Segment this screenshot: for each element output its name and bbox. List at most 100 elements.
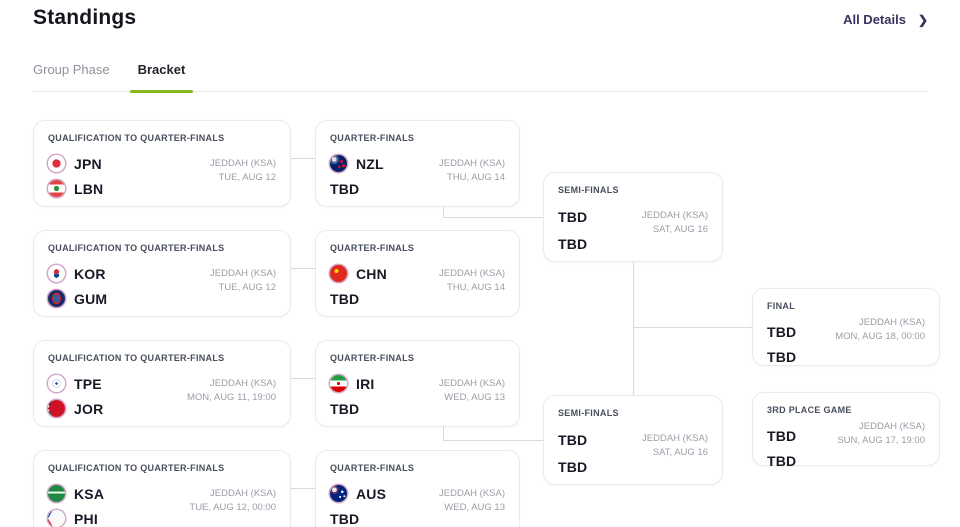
venue-city: JEDDAH (KSA) (210, 488, 276, 499)
venue-date: SUN, AUG 17, 19:00 (837, 435, 925, 447)
australia-flag-icon (330, 485, 347, 502)
connector-line (291, 488, 315, 489)
venue-city: JEDDAH (KSA) (210, 268, 276, 279)
team-code: TBD (558, 235, 588, 252)
connector-line (291, 378, 315, 379)
tab-group-phase[interactable]: Group Phase (33, 62, 110, 77)
team-code: KSA (74, 485, 105, 502)
venue-block: JEDDAH (KSA) MON, AUG 11, 19:00 (187, 377, 276, 406)
match-card-qualification-4[interactable]: QUALIFICATION TO QUARTER-FINALS KSA PHI … (33, 450, 291, 527)
team-row: TBD (767, 319, 925, 344)
round-label: QUALIFICATION TO QUARTER-FINALS (48, 243, 225, 253)
team-row: TPE (48, 371, 276, 396)
venue-date: TUE, AUG 12 (218, 282, 276, 294)
venue-block: JEDDAH (KSA) WED, AUG 13 (439, 377, 505, 406)
connector-line (291, 268, 315, 269)
connector-line (443, 217, 543, 218)
venue-date: WED, AUG 13 (444, 392, 505, 404)
connector-line (633, 262, 634, 395)
team-row: IRI (330, 371, 505, 396)
connector-line (443, 440, 543, 441)
team-row: KOR (48, 261, 276, 286)
round-label: QUARTER-FINALS (330, 353, 415, 363)
team-code: TBD (767, 323, 797, 340)
venue-block: JEDDAH (KSA) THU, AUG 14 (439, 157, 505, 186)
venue-city: JEDDAH (KSA) (642, 433, 708, 444)
match-card-semifinal-1[interactable]: SEMI-FINALS TBD TBD JEDDAH (KSA) SAT, AU… (543, 172, 723, 262)
match-card-qualification-2[interactable]: QUALIFICATION TO QUARTER-FINALS KOR GUM … (33, 230, 291, 317)
connector-line (633, 327, 752, 328)
venue-date: MON, AUG 18, 00:00 (835, 331, 925, 343)
team-code: AUS (356, 485, 387, 502)
round-label: 3RD PLACE GAME (767, 405, 852, 415)
venue-date: THU, AUG 14 (446, 282, 505, 294)
page-title: Standings (33, 6, 137, 29)
team-row: TBD (330, 176, 505, 201)
iran-flag-icon (330, 375, 347, 392)
round-label: QUALIFICATION TO QUARTER-FINALS (48, 463, 225, 473)
team-row: TBD (330, 396, 505, 421)
team-row: NZL (330, 151, 505, 176)
team-code: TBD (767, 452, 797, 469)
venue-block: JEDDAH (KSA) WED, AUG 13 (439, 487, 505, 516)
team-row: PHI (48, 506, 276, 527)
venue-city: JEDDAH (KSA) (859, 317, 925, 328)
match-card-semifinal-2[interactable]: SEMI-FINALS TBD TBD JEDDAH (KSA) SAT, AU… (543, 395, 723, 485)
japan-flag-icon (48, 155, 65, 172)
guam-flag-icon (48, 290, 65, 307)
match-card-quarterfinal-2[interactable]: QUARTER-FINALS CHN TBD JEDDAH (KSA) THU,… (315, 230, 520, 317)
venue-block: JEDDAH (KSA) TUE, AUG 12, 00:00 (189, 487, 276, 516)
match-card-qualification-3[interactable]: QUALIFICATION TO QUARTER-FINALS TPE JOR … (33, 340, 291, 427)
team-row: CHN (330, 261, 505, 286)
venue-block: JEDDAH (KSA) THU, AUG 14 (439, 267, 505, 296)
team-row: TBD (558, 453, 708, 480)
match-card-qualification-1[interactable]: QUALIFICATION TO QUARTER-FINALS JPN LBN … (33, 120, 291, 207)
team-row: TBD (330, 286, 505, 311)
team-code: GUM (74, 290, 108, 307)
venue-date: SAT, AUG 16 (652, 224, 708, 236)
venue-city: JEDDAH (KSA) (210, 158, 276, 169)
match-card-3rd-place[interactable]: 3RD PLACE GAME TBD TBD JEDDAH (KSA) SUN,… (752, 392, 940, 469)
match-card-final[interactable]: FINAL TBD TBD JEDDAH (KSA) MON, AUG 18, … (752, 288, 940, 366)
team-code: TPE (74, 375, 102, 392)
venue-block: JEDDAH (KSA) TUE, AUG 12 (210, 157, 276, 186)
team-code: CHN (356, 265, 387, 282)
team-code: NZL (356, 155, 384, 172)
venue-block: JEDDAH (KSA) SUN, AUG 17, 19:00 (837, 420, 925, 449)
team-row: TBD (767, 344, 925, 369)
venue-block: JEDDAH (KSA) TUE, AUG 12 (210, 267, 276, 296)
team-code: TBD (767, 348, 797, 365)
round-label: FINAL (767, 301, 795, 311)
match-card-quarterfinal-1[interactable]: QUARTER-FINALS NZL TBD JEDDAH (KSA) THU,… (315, 120, 520, 207)
team-row: AUS (330, 481, 505, 506)
chinese-taipei-flag-icon (48, 375, 65, 392)
team-row: TBD (767, 448, 925, 473)
new-zealand-flag-icon (330, 155, 347, 172)
team-code: LBN (74, 180, 104, 197)
team-row: TBD (558, 230, 708, 257)
tab-bracket[interactable]: Bracket (129, 62, 194, 93)
venue-date: THU, AUG 14 (446, 172, 505, 184)
round-label: SEMI-FINALS (558, 185, 619, 195)
all-details-link[interactable]: All Details ❯ (843, 12, 928, 27)
team-code: TBD (558, 458, 588, 475)
team-code: TBD (767, 427, 797, 444)
team-row: TBD (558, 426, 708, 453)
venue-date: MON, AUG 11, 19:00 (186, 392, 276, 404)
venue-date: TUE, AUG 12, 00:00 (189, 502, 276, 514)
saudi-arabia-flag-icon (48, 485, 65, 502)
team-code: TBD (330, 510, 360, 527)
tabs-bar: Group Phase Bracket (33, 58, 928, 93)
connector-line (291, 158, 315, 159)
team-row: LBN (48, 176, 276, 201)
philippines-flag-icon (48, 510, 65, 527)
venue-city: JEDDAH (KSA) (859, 421, 925, 432)
match-card-quarterfinal-3[interactable]: QUARTER-FINALS IRI TBD JEDDAH (KSA) WED,… (315, 340, 520, 427)
team-row: KSA (48, 481, 276, 506)
all-details-label: All Details (843, 12, 906, 27)
match-card-quarterfinal-4[interactable]: QUARTER-FINALS AUS TBD JEDDAH (KSA) WED,… (315, 450, 520, 527)
lebanon-flag-icon (48, 180, 65, 197)
team-code: TBD (330, 180, 360, 197)
team-code: TBD (330, 400, 360, 417)
